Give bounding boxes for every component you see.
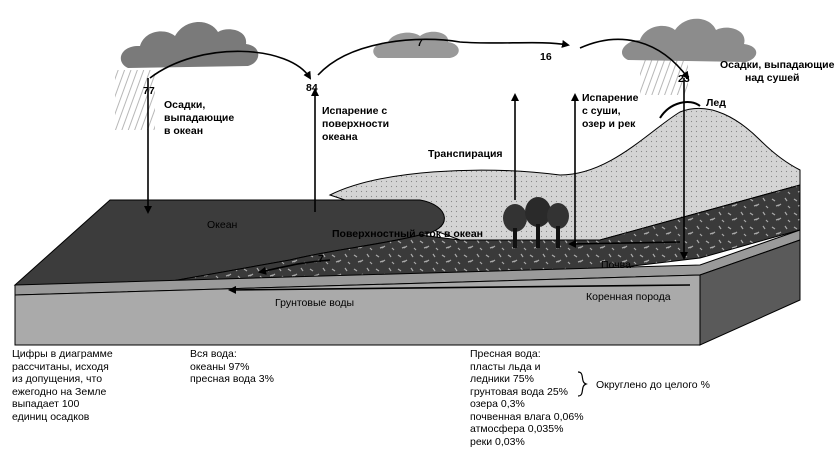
note-all-water: Вся вода: океаны 97% пресная вода 3% <box>190 348 274 385</box>
rounding-brace <box>577 371 588 397</box>
label-groundwater: Грунтовые воды <box>275 297 354 309</box>
block-side <box>699 239 801 346</box>
transport-arrow <box>317 38 570 76</box>
ocean-cycle-arc <box>149 50 312 80</box>
value-transport-land: 16 <box>540 51 552 63</box>
ice-cap <box>659 101 701 119</box>
label-evap-ocean: Испарение с поверхности океана <box>322 105 392 143</box>
value-evap-ocean: 84 <box>306 82 318 94</box>
rain-over-ocean <box>115 70 155 130</box>
note-assumption: Цифры в диаграмме рассчитаны, исходя из … <box>12 348 113 423</box>
runoff-arrow-right <box>568 239 681 248</box>
cloud-left <box>120 21 259 68</box>
label-transpiration: Транспирация <box>428 148 503 160</box>
label-evap-land: Испарение с суши, озер и рек <box>582 92 641 130</box>
rain-over-land <box>640 55 688 95</box>
label-precip-land: Осадки, выпадающие над сушей <box>720 59 837 84</box>
label-soil: Почва <box>601 259 631 271</box>
note-rounding: Округлено до целого % <box>596 379 710 391</box>
label-ice: Лед <box>706 97 726 109</box>
runoff-arrow-left <box>258 259 331 275</box>
land-cycle-arc <box>579 38 690 80</box>
label-surface-runoff: Поверхностный сток в океан <box>332 228 483 240</box>
label-precip-ocean: Осадки, выпадающие в океан <box>164 99 237 137</box>
value-runoff: 7 <box>318 253 324 265</box>
groundwater-arrow <box>228 284 691 294</box>
value-transport: 7 <box>417 37 423 49</box>
label-bedrock: Коренная порода <box>586 291 671 303</box>
land-surface <box>328 107 801 241</box>
value-precip-land: 23 <box>678 73 690 85</box>
note-fresh-water: Пресная вода: пласты льда и ледники 75% … <box>470 348 584 448</box>
value-precip-ocean: 77 <box>143 85 155 97</box>
label-ocean: Океан <box>207 219 238 231</box>
cloud-middle <box>373 31 459 58</box>
cloud-right <box>621 18 757 62</box>
trees <box>503 197 569 248</box>
